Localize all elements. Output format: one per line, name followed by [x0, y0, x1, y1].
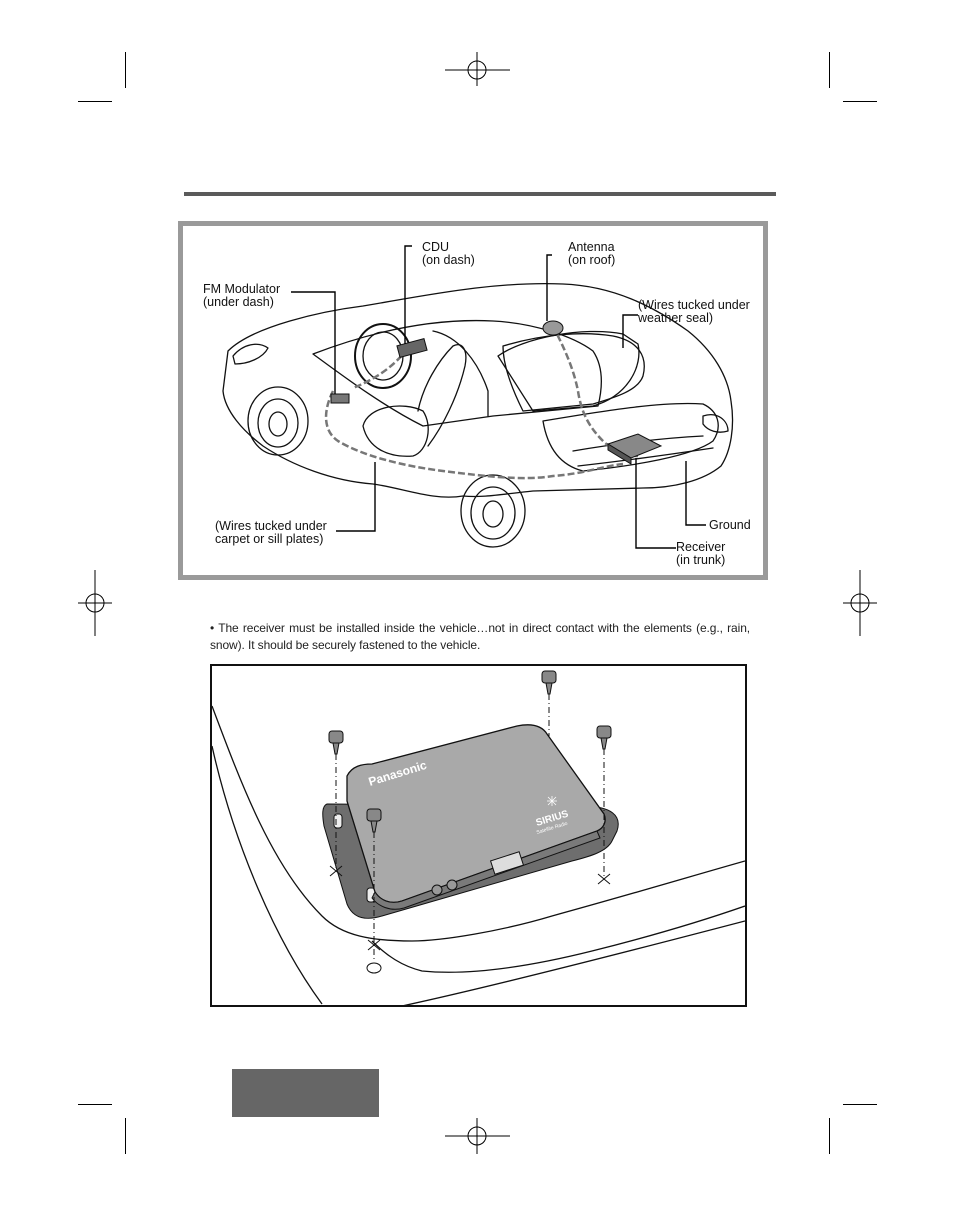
cdu-label: CDU (on dash) — [422, 240, 475, 267]
crop-mark — [125, 1118, 126, 1154]
crop-mark — [125, 52, 126, 88]
antenna-label: Antenna (on roof) — [568, 240, 616, 267]
receiver-mounting-figure: Panasonic SIRIUS Satellite Radio — [210, 664, 747, 1007]
crop-mark — [843, 101, 877, 102]
car-illustration — [222, 245, 734, 549]
wires-carpet-label: (Wires tucked under carpet or sill plate… — [215, 519, 327, 546]
vehicle-installation-figure: FM Modulator (under dash) CDU (on dash) … — [178, 221, 768, 580]
installation-note: • The receiver must be installed inside … — [210, 621, 750, 652]
receiver-label: Receiver (in trunk) — [676, 540, 726, 567]
receiver-mounting-illustration: Panasonic SIRIUS Satellite Radio — [212, 670, 745, 1005]
ground-label: Ground — [709, 518, 751, 532]
crop-mark — [78, 101, 112, 102]
wires-weather-seal-label: (Wires tucked under weather seal) — [638, 298, 750, 325]
sirius-star-icon — [547, 796, 557, 806]
crop-mark — [78, 1104, 112, 1105]
crop-mark — [829, 1118, 830, 1154]
fm-modulator-label: FM Modulator (under dash) — [203, 282, 281, 309]
header-rule — [184, 192, 776, 196]
crop-mark — [843, 1104, 877, 1105]
page-footer-block — [232, 1069, 379, 1117]
crop-mark — [829, 52, 830, 88]
